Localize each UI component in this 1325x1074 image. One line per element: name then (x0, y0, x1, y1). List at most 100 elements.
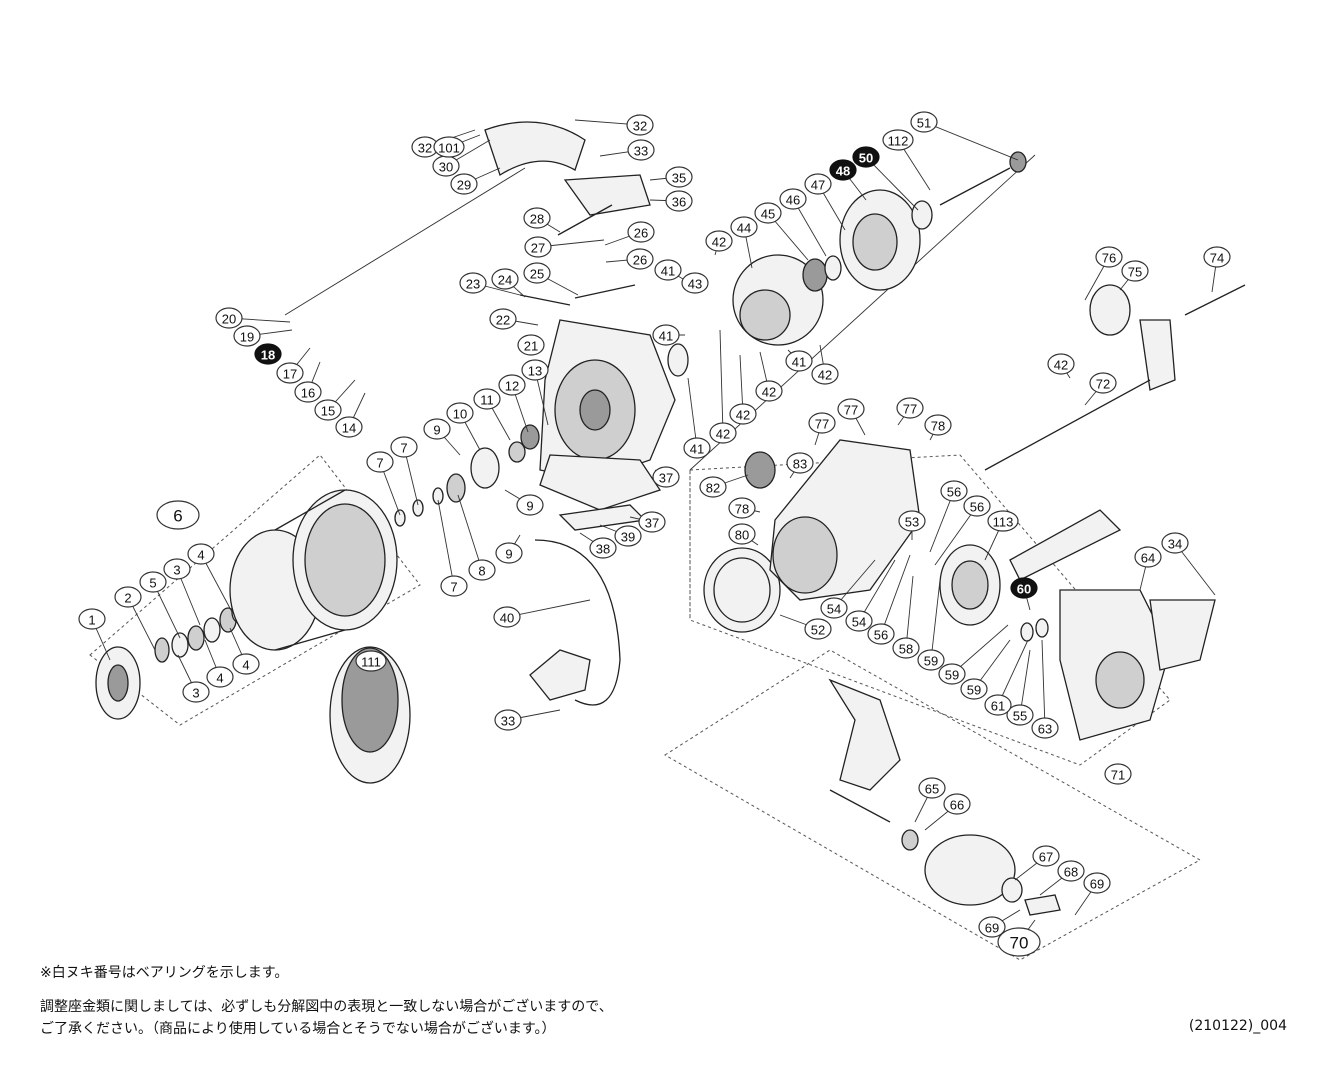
callout-bubble (276, 362, 304, 384)
callout-75: 75 (1119, 260, 1149, 291)
callout-bubble (494, 709, 522, 731)
callout-71: 71 (1104, 763, 1132, 785)
callout-number: 10 (453, 407, 467, 422)
callout-number: 7 (400, 441, 407, 456)
callout-bubble (652, 324, 680, 346)
callout-bubble (1203, 246, 1231, 268)
callout-35: 35 (649, 166, 693, 188)
callout-number: 64 (1141, 551, 1155, 566)
callout-number: 21 (524, 339, 538, 354)
callout-number: 82 (706, 481, 720, 496)
callout-bubble (294, 381, 322, 403)
drag-assembly (732, 151, 1027, 346)
callout-2: 2 (114, 586, 156, 651)
callout-20: 20 (215, 307, 291, 329)
spool-assembly (95, 473, 466, 784)
callout-number: 78 (735, 502, 749, 517)
callout-number: 11 (480, 393, 494, 408)
body-assembly (703, 284, 1246, 741)
callout-39: 39 (599, 524, 642, 547)
callout-14: 14 (335, 392, 366, 438)
callout-13: 13 (521, 359, 549, 426)
callout-41: 41 (683, 377, 711, 459)
leader-line (905, 575, 914, 649)
callout-bubble (984, 694, 1012, 716)
callout-bubble (1057, 860, 1085, 882)
callout-number: 9 (433, 423, 440, 438)
callout-labels: 1233444567778999101112131415161718192021… (78, 111, 1231, 957)
callout-number: 78 (931, 419, 945, 434)
callout-bubble (728, 523, 756, 545)
callout-number: 19 (240, 330, 254, 345)
callout-60: 60 (1010, 577, 1038, 611)
callout-51: 51 (910, 111, 1019, 161)
callout-bubble (699, 476, 727, 498)
callout-33: 33 (494, 709, 561, 731)
callout-number: 13 (528, 364, 542, 379)
callout-42: 42 (705, 230, 733, 256)
adjust-note-line2: ご了承ください。（商品により使用している場合とそうでない場合がございます。） (40, 1021, 556, 1037)
callout-bubble (495, 542, 523, 564)
leader-line (934, 505, 978, 566)
callout-3: 3 (177, 654, 210, 703)
callout-number: 15 (321, 404, 335, 419)
leader-line (457, 494, 483, 571)
callout-bubble (498, 374, 526, 396)
callout-number: 61 (991, 699, 1005, 714)
callout-7: 7 (366, 451, 401, 516)
callout-number: 33 (501, 714, 515, 729)
callout-bubble (804, 173, 832, 195)
callout-bubble (493, 606, 521, 628)
callout-bubble (978, 916, 1006, 938)
callout-bubble (963, 495, 991, 517)
leader-line (687, 377, 698, 449)
callout-number: 37 (645, 516, 659, 531)
callout-bubble (918, 777, 946, 799)
callout-bubble (892, 637, 920, 659)
callout-number: 26 (634, 226, 648, 241)
callout-22: 22 (489, 308, 539, 330)
callout-number: 70 (1010, 934, 1029, 953)
callout-number: 63 (1038, 722, 1052, 737)
callout-bubble (440, 575, 468, 597)
callout-number: 60 (1017, 582, 1031, 597)
callout-83: 83 (786, 452, 814, 479)
callout-bubble (683, 437, 711, 459)
callout-bubble (728, 497, 756, 519)
callout-number: 41 (659, 329, 673, 344)
callout-number: 7 (450, 580, 457, 595)
callout-number: 56 (947, 485, 961, 500)
callout-bubble (626, 114, 654, 136)
leader-line (437, 499, 455, 587)
callout-bubble (523, 262, 551, 284)
callout-69: 69 (1074, 872, 1111, 916)
callout-number: 41 (792, 355, 806, 370)
callout-bubble (163, 558, 191, 580)
callout-number: 27 (531, 241, 545, 256)
callout-number: 56 (874, 628, 888, 643)
callout-number: 71 (1111, 768, 1125, 783)
callout-bubble (468, 559, 496, 581)
callout-bubble (366, 451, 394, 473)
callout-number: 54 (827, 602, 841, 617)
callout-8: 8 (457, 494, 496, 581)
callout-32: 32 (574, 114, 654, 136)
callout-27: 27 (524, 236, 605, 258)
callout-number: 65 (925, 782, 939, 797)
callout-56: 56 (929, 480, 968, 553)
callout-9: 9 (423, 418, 461, 456)
callout-bubble (78, 608, 106, 630)
callout-bubble (314, 399, 342, 421)
callout-bubble (1031, 717, 1059, 739)
callout-bubble (1095, 246, 1123, 268)
callout-number: 59 (967, 683, 981, 698)
callout-bubble (156, 500, 200, 530)
callout-23: 23 (459, 272, 521, 296)
callout-bubble (473, 388, 501, 410)
callout-number: 56 (970, 500, 984, 515)
callout-number: 69 (985, 921, 999, 936)
callout-26: 26 (605, 248, 654, 270)
callout-70: 70 (997, 919, 1041, 957)
callout-number: 69 (1090, 877, 1104, 892)
callout-bubble (940, 480, 968, 502)
